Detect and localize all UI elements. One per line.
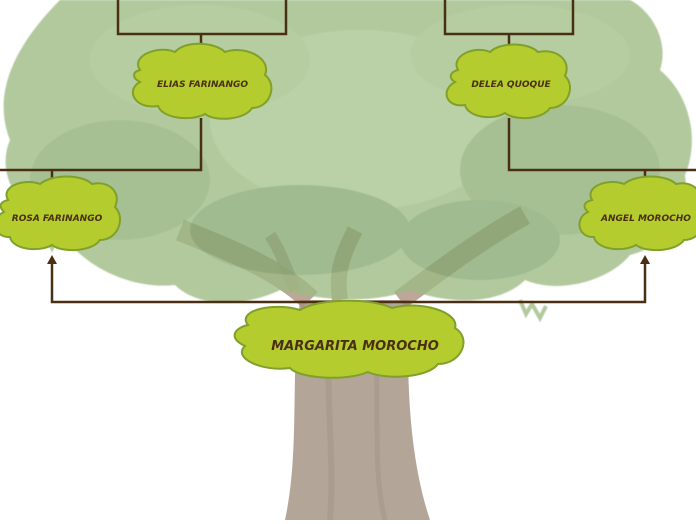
node-shape-margarita-morocho: [233, 299, 465, 379]
arrowhead-rosa: [47, 255, 57, 264]
tree-foliage: [3, 0, 692, 323]
node-shape-delea-quoque: [445, 43, 571, 120]
node-label-margarita-morocho[interactable]: MARGARITA MOROCHO: [271, 338, 439, 354]
connector-elias-to-rosa: [0, 118, 203, 172]
node-shape-angel-morocho: [578, 175, 696, 252]
node-shape-rosa-farinango: [0, 175, 121, 252]
arrowhead-angel: [640, 255, 650, 264]
node-shape-elias-farinango: [132, 42, 273, 120]
node-label-rosa-farinango[interactable]: ROSA FARINANGO: [11, 214, 103, 224]
connector-delea-to-angel: [507, 118, 696, 172]
connector-arrowheads: [47, 255, 650, 264]
node-label-angel-morocho[interactable]: ANGEL MOROCHO: [601, 214, 691, 224]
node-label-delea-quoque[interactable]: DELEA QUOQUE: [471, 80, 551, 90]
node-label-elias-farinango[interactable]: ELIAS FARINANGO: [156, 80, 249, 90]
cloud-nodes: [0, 42, 696, 379]
